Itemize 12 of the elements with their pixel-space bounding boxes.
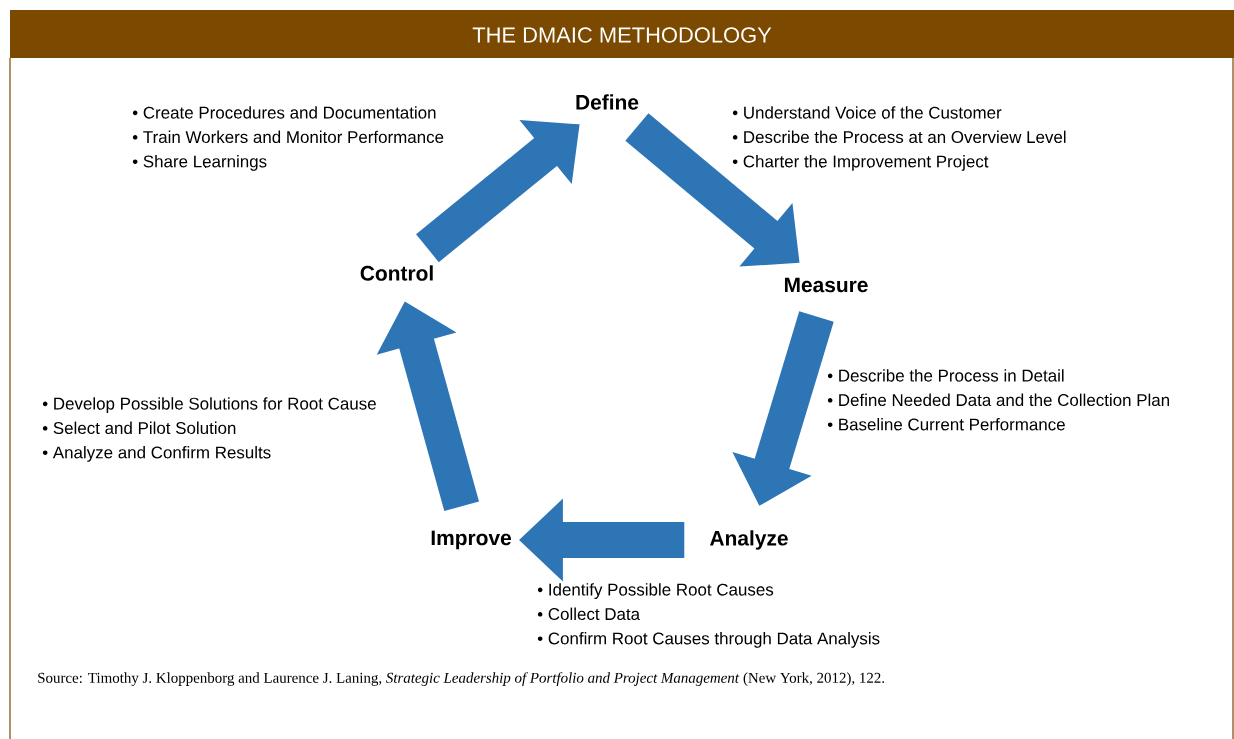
bullet-list: • Understand Voice of the Customer • Describe the Process at an Overview Level • Charter the Improvement Project xyxy=(732,106,1066,171)
bullet-list: • Create Procedures and Documentation • Train Workers and Monitor Performance • Share Learnings xyxy=(132,106,444,171)
stage-label: Improve xyxy=(431,530,511,550)
bullet-list: • Describe the Process in Detail • Define Needed Data and the Collection Plan • Baseline Current Performance xyxy=(827,369,1169,431)
stage-label: Define xyxy=(576,94,639,110)
stage-label: Measure xyxy=(784,277,868,293)
bullet-list: • Develop Possible Solutions for Root Cause • Select and Pilot Solution • Analyze and Confirm Results xyxy=(42,397,376,462)
stage-label: Analyze xyxy=(710,530,788,550)
bullet-list: • Identify Possible Root Causes • Collect Data • Confirm Root Causes through Data Analysis xyxy=(537,583,880,648)
title-banner: THE DMAIC METHODOLOGY xyxy=(10,10,1234,58)
source-note: Source: Timothy J. Kloppenborg and Laurence J. Laning, Strategic Leadership of Portfolio and Project Management (New York, 2012), 122. xyxy=(38,672,885,686)
stage-label: Control xyxy=(360,265,433,281)
